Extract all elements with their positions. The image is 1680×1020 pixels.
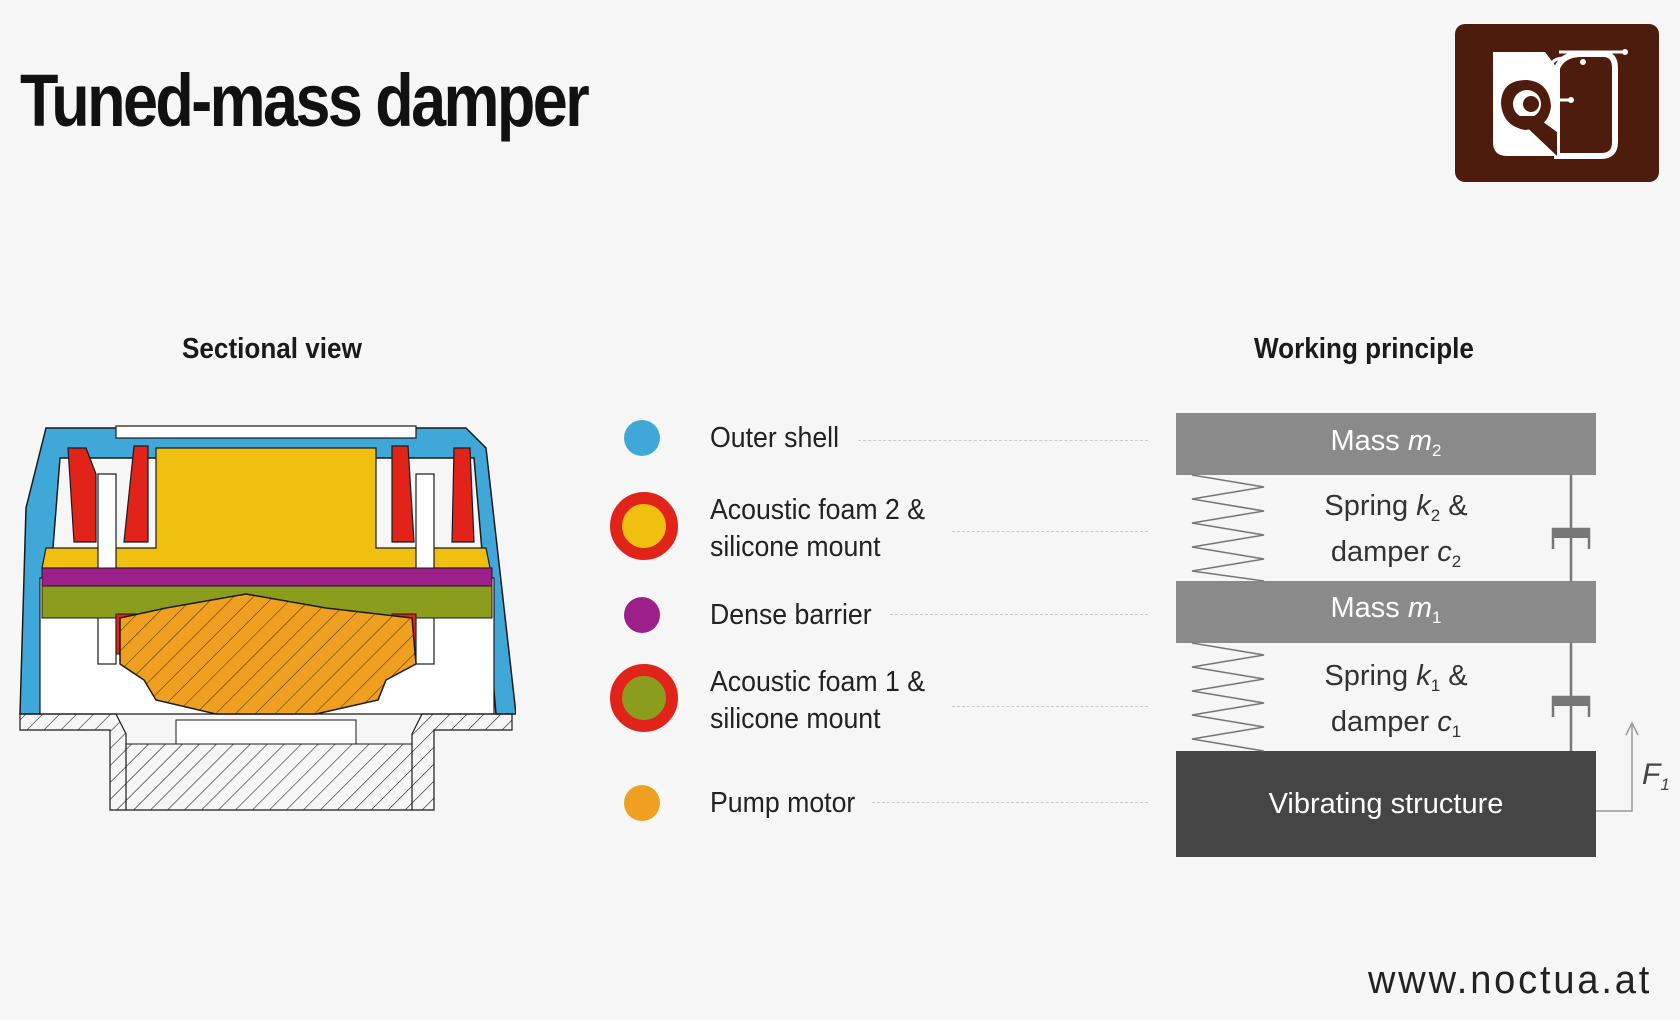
leader-line xyxy=(952,706,1148,707)
sectional-view-heading: Sectional view xyxy=(182,333,362,365)
legend-label: silicone mount xyxy=(710,531,881,563)
leader-line xyxy=(858,440,1148,441)
legend-label: silicone mount xyxy=(710,703,881,735)
noctua-logo xyxy=(1455,24,1659,182)
mass-2-var: m xyxy=(1407,425,1433,457)
acoustic-foam-1-swatch xyxy=(610,664,678,732)
damper-sub: 1 xyxy=(1451,722,1462,741)
mass-1-var: m xyxy=(1407,592,1433,624)
legend-label: Outer shell xyxy=(710,422,840,454)
damper-var: c xyxy=(1437,536,1452,568)
spring-1-icon xyxy=(1191,642,1265,752)
legend-label: Pump motor xyxy=(710,787,856,819)
pump-motor-swatch xyxy=(624,785,660,821)
damper-sub: 2 xyxy=(1451,552,1462,571)
mass-2-text: Mass xyxy=(1330,425,1408,457)
mass-1-sub: 1 xyxy=(1432,608,1442,627)
force-sub: 1 xyxy=(1660,775,1670,794)
damper-text: damper xyxy=(1330,536,1438,568)
spring-2-label: Spring k2 & damper c2 xyxy=(1276,488,1516,580)
spring-1-label: Spring k1 & damper c1 xyxy=(1276,658,1516,750)
sectional-view-drawing xyxy=(19,425,516,811)
damper-text: damper xyxy=(1330,706,1438,738)
outer-shell-swatch xyxy=(624,420,660,456)
spring-sub: 2 xyxy=(1430,506,1441,525)
force-var: F xyxy=(1642,758,1661,791)
page-title: Tuned-mass damper xyxy=(20,59,590,142)
dense-barrier-swatch xyxy=(624,597,660,633)
website-url[interactable]: www.noctua.at xyxy=(1368,958,1653,1002)
mass-2-sub: 2 xyxy=(1432,441,1442,460)
spring-text: Spring xyxy=(1324,490,1417,522)
working-principle-diagram xyxy=(1176,413,1639,857)
mass-2-label: Mass m2 xyxy=(1176,425,1596,461)
force-label: F1 xyxy=(1642,758,1670,795)
legend-label: Acoustic foam 1 & xyxy=(710,666,926,698)
spring-text: Spring xyxy=(1324,660,1417,692)
base-block xyxy=(1176,751,1596,857)
mass-2-block xyxy=(1176,413,1596,475)
legend-label: Acoustic foam 2 & xyxy=(710,494,926,526)
damper-var: c xyxy=(1437,706,1452,738)
leader-line xyxy=(872,802,1148,803)
mass-1-block xyxy=(1176,581,1596,643)
spring-var: k xyxy=(1416,660,1431,692)
spring-sub: 1 xyxy=(1430,676,1441,695)
damper-2-icon xyxy=(1551,475,1591,581)
leader-line xyxy=(890,614,1148,615)
leader-line xyxy=(952,531,1148,532)
working-principle-heading: Working principle xyxy=(1254,333,1474,365)
mass-1-text: Mass xyxy=(1330,592,1408,624)
vibrating-structure-label: Vibrating structure xyxy=(1268,788,1504,820)
force-arrow-icon xyxy=(1596,721,1639,812)
acoustic-foam-2-swatch xyxy=(610,492,678,560)
mass-1-label: Mass m1 xyxy=(1176,592,1596,628)
spring-2-icon xyxy=(1191,474,1265,582)
spring-var: k xyxy=(1416,490,1431,522)
spring-amp: & xyxy=(1440,660,1468,692)
spring-amp: & xyxy=(1440,490,1468,522)
legend-label: Dense barrier xyxy=(710,599,872,631)
